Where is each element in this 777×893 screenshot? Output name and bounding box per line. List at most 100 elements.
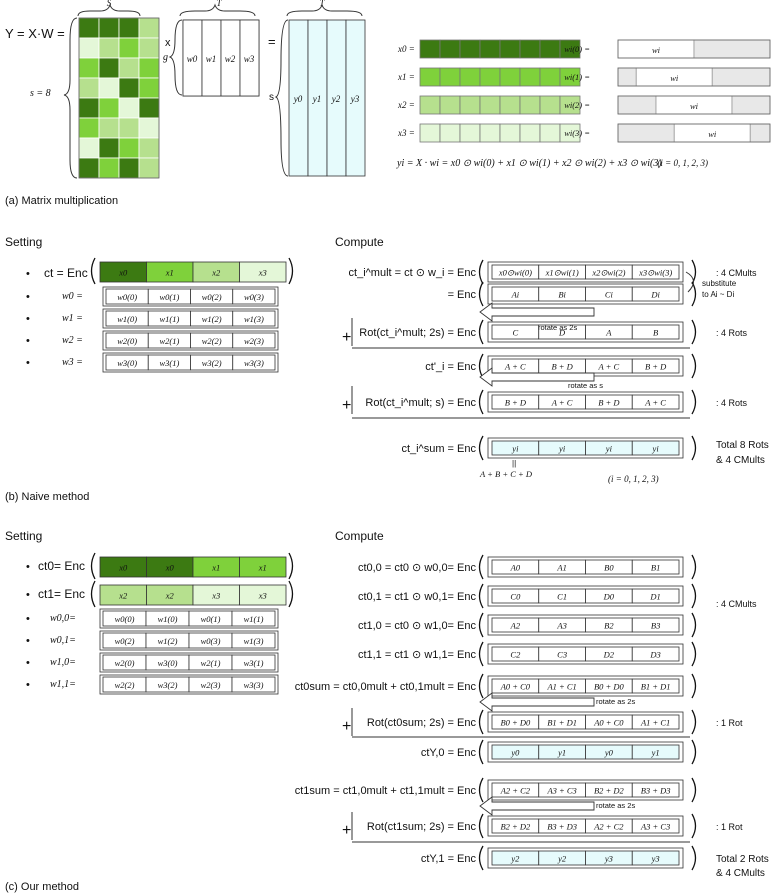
compute-row-lhs: = Enc: [448, 289, 477, 301]
total-cmults-b: & 4 CMults: [716, 455, 765, 466]
mult-row-cell-label: C2: [510, 650, 521, 660]
ct0-label: ct0= Enc: [38, 559, 85, 573]
compute-row-rparen: [691, 389, 697, 415]
compute-row-cell-label: B + D: [505, 398, 527, 408]
compute-row-cell-label: D: [558, 328, 566, 338]
mult-row-cell-label: B2: [604, 621, 614, 631]
compute-row-cell-label: B + D: [645, 362, 667, 372]
rotate-arrow-s: [479, 367, 595, 387]
x-row-cell: [539, 95, 561, 115]
caption-a: (a) Matrix multiplication: [5, 195, 118, 207]
ct-label: ct = Enc: [44, 266, 88, 280]
w-label-c: w0,0=: [50, 613, 76, 624]
rot0-row-cell-label: B1 + D1: [547, 718, 577, 728]
x-row-cell: [559, 123, 581, 143]
compute-row-lparen: [478, 435, 484, 461]
rot1-row-cell-label: A3 + C3: [640, 822, 670, 832]
section-setting-b: Setting: [5, 235, 42, 249]
rot1-row-cell-label: A2 + C2: [593, 822, 624, 832]
w-cells-c-cell-label: w1(3): [244, 636, 264, 646]
rot0-row-cell-label: A0 + C0: [593, 718, 624, 728]
matrix-X-cell: [98, 37, 120, 59]
compute-row-cell: [631, 286, 680, 302]
bullet: •: [26, 357, 30, 369]
rotate-2s-c1: rotate as 2s: [596, 801, 635, 810]
x-row-cell: [559, 67, 581, 87]
w-cells-cell: [232, 332, 276, 349]
compute-row-cell: [631, 440, 680, 456]
ct-cells-cell-label: x3: [258, 268, 267, 278]
rot0-row-cell-label: B0 + D0: [500, 718, 531, 728]
caption-c: (c) Our method: [5, 881, 79, 893]
ct1-label: ct1= Enc: [38, 587, 85, 601]
matrix-Y-col: [345, 19, 366, 177]
substitute-label: substitute: [702, 279, 737, 288]
mult-row-cell-label: A2: [510, 621, 521, 631]
out0-row-cell-label: y1: [651, 748, 660, 758]
w-cells-cell-label: w0(1): [159, 292, 179, 302]
matrix-X-cell: [138, 157, 160, 179]
sum0-row-cell-label: A0 + C0: [500, 682, 531, 692]
x-row-cell: [519, 67, 541, 87]
x-row-cell: [419, 95, 441, 115]
label-s2: s: [269, 92, 274, 103]
out1-row-cell-label: y2: [557, 854, 567, 864]
rot1-row-cell: [631, 818, 680, 834]
bullet: •: [26, 291, 30, 303]
w-row-label: wi(3) =: [564, 128, 590, 138]
rot1-row-lparen: [478, 813, 484, 839]
sum-expression: A + B + C + D: [479, 469, 533, 479]
x-row-cell: [499, 95, 521, 115]
mult-row-cell-label: C0: [510, 592, 521, 602]
matrix-Y-col-label: y3: [350, 94, 360, 104]
out0-row-cell-label: y1: [557, 748, 566, 758]
ct0-cells-cell: [239, 556, 287, 578]
compute-row-lparen: [478, 281, 484, 307]
w-cells-cell: [232, 310, 276, 327]
compute-row-cell-label: A + C: [644, 398, 666, 408]
out1-row-cell: [631, 850, 680, 866]
matrix-X-cell: [98, 17, 120, 39]
w-cells-c-cell: [231, 632, 276, 649]
mult-row-cell: [631, 559, 680, 575]
w-cells-c-cell: [231, 654, 276, 671]
w-row-label: wi(0) =: [564, 44, 590, 54]
ct-cells-cell: [239, 261, 287, 283]
matrix-X-cell: [78, 37, 100, 59]
w-row-segment-label: wi: [670, 73, 679, 83]
rotate-2s-label: rotate as 2s: [538, 323, 577, 332]
multiply-sign: x: [165, 37, 171, 49]
mult-row-lparen: [478, 641, 484, 667]
sum0-row-rparen: [691, 673, 697, 699]
matrix-Y-col-label: y1: [312, 94, 322, 104]
out0-row-rparen: [691, 739, 697, 765]
matrix-X-cell: [118, 17, 140, 39]
out0-row-cell-label: y0: [510, 748, 520, 758]
x-row-cell: [479, 95, 501, 115]
x-row-cell: [419, 123, 441, 143]
w-cells-c-cell: [231, 676, 276, 693]
ct0-lparen: [90, 552, 96, 580]
rot1-row-cell-label: B3 + D3: [547, 822, 577, 832]
mult-row-cell-label: B3: [651, 621, 660, 631]
matrix-W-col-label: w2: [225, 54, 236, 64]
plus-sign: +: [342, 822, 351, 839]
x-row-cell: [419, 39, 441, 59]
matrix-X-cell: [98, 57, 120, 79]
sum1-row-cell-label: A3 + C3: [546, 786, 576, 796]
matrix-X-cell: [118, 77, 140, 99]
x-row-cell: [559, 39, 581, 59]
sum0-row-lhs: ct0sum = ct0,0mult + ct0,1mult = Enc: [295, 681, 477, 693]
sum1-row-cell-label: A2 + C2: [500, 786, 531, 796]
matrix-X-cell: [98, 137, 120, 159]
matrix-Y-col-label: y2: [331, 94, 341, 104]
mult-row-lhs: ct1,1 = ct1 ⊙ w1,1= Enc: [358, 649, 477, 661]
w-cells-cell-label: w0(0): [117, 292, 137, 302]
x-row-label: x2 =: [397, 100, 415, 110]
matrix-X-cell: [138, 57, 160, 79]
matrix-X-cell: [78, 97, 100, 119]
w-cells-cell: [232, 288, 276, 305]
matrix-W-col-label: w0: [187, 54, 198, 64]
equal-bar: ||: [512, 459, 516, 468]
w-label: w3 =: [62, 357, 83, 368]
